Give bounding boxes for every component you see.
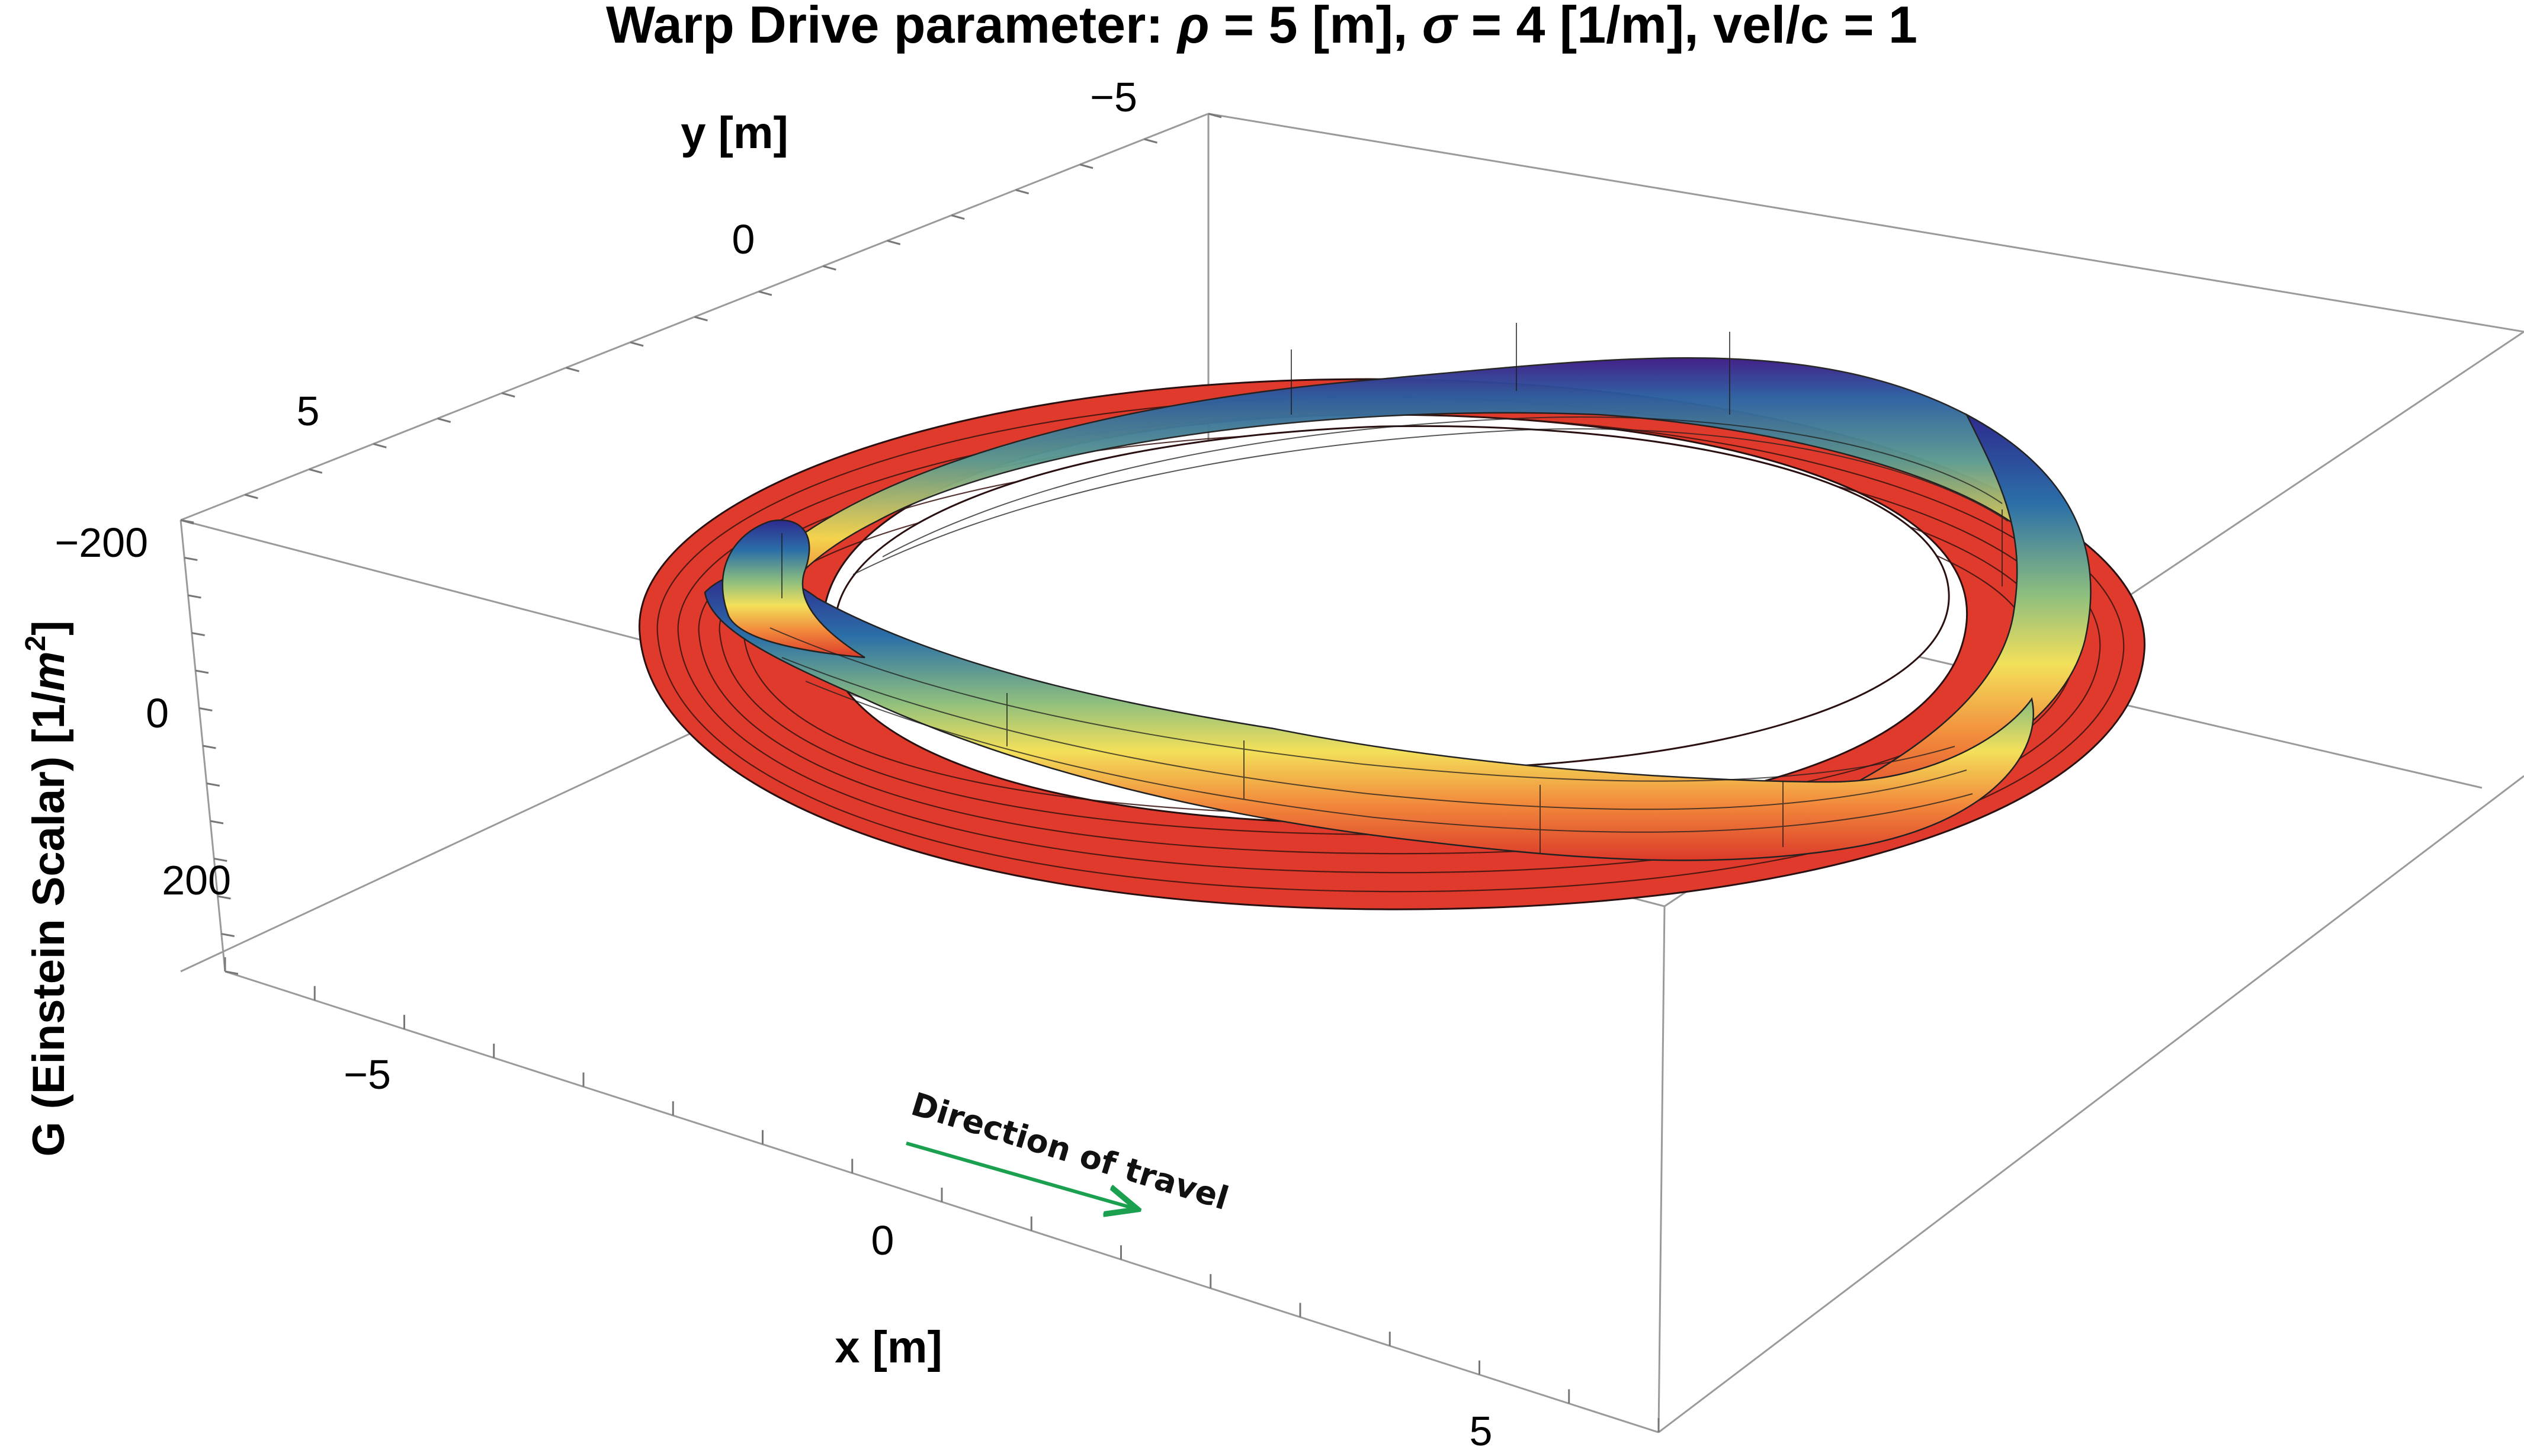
y-tick-label: 5 xyxy=(297,388,320,434)
tick-mark xyxy=(245,493,258,499)
tick-mark xyxy=(822,265,836,271)
chart-title: Warp Drive parameter: ρ = 5 [m], σ = 4 [… xyxy=(606,0,1917,54)
z-tick-label: 200 xyxy=(162,857,231,903)
z-tick-label: 0 xyxy=(146,690,169,736)
tick-mark xyxy=(437,418,451,423)
direction-arrow-icon xyxy=(906,1141,1134,1208)
tick-mark xyxy=(694,316,708,322)
tick-mark xyxy=(188,594,201,599)
tick-mark xyxy=(1079,163,1093,169)
x-tick-label: 0 xyxy=(871,1217,894,1263)
direction-label: Direction of travel xyxy=(907,1085,1233,1217)
tick-mark xyxy=(630,341,644,347)
tick-mark xyxy=(180,519,194,524)
tick-mark xyxy=(184,557,198,561)
z-tick-label: −200 xyxy=(54,519,148,566)
tick-mark xyxy=(203,745,216,749)
tick-mark xyxy=(221,933,235,937)
surface-mesh-lines xyxy=(769,323,2009,853)
x-axis-tick-marks xyxy=(224,957,1660,1432)
x-axis-label: x [m] xyxy=(835,1322,942,1372)
tick-mark xyxy=(373,442,387,448)
tick-mark xyxy=(198,707,213,711)
z-axis-label: G (Einstein Scalar) [1/m2] xyxy=(20,620,74,1156)
tick-mark xyxy=(191,632,206,636)
tick-mark xyxy=(309,468,323,474)
z-axis-tick-marks xyxy=(180,519,239,975)
tick-mark xyxy=(210,820,224,825)
tick-mark xyxy=(1208,113,1222,118)
surface-front-band xyxy=(704,572,2034,861)
y-axis-label: y [m] xyxy=(681,108,788,158)
tick-mark xyxy=(213,858,227,862)
direction-annotation: Direction of travel xyxy=(906,1085,1233,1217)
tick-mark xyxy=(206,782,220,787)
tick-mark xyxy=(501,392,515,398)
y-axis-tick-marks xyxy=(180,113,1222,525)
tick-mark xyxy=(217,895,231,900)
tick-mark xyxy=(887,239,901,245)
warp-surface xyxy=(639,323,2145,910)
tick-mark xyxy=(566,367,580,373)
tick-mark xyxy=(758,290,772,296)
surface-left-band xyxy=(721,519,865,659)
tick-mark xyxy=(225,970,239,975)
tick-mark xyxy=(195,669,209,674)
y-tick-label: −5 xyxy=(1090,74,1137,120)
tick-mark xyxy=(1015,189,1030,195)
x-tick-label: −5 xyxy=(344,1051,391,1098)
tick-mark xyxy=(951,214,965,220)
tick-mark xyxy=(1144,138,1157,144)
x-tick-label: 5 xyxy=(1470,1408,1493,1454)
y-tick-label: 0 xyxy=(732,216,755,262)
